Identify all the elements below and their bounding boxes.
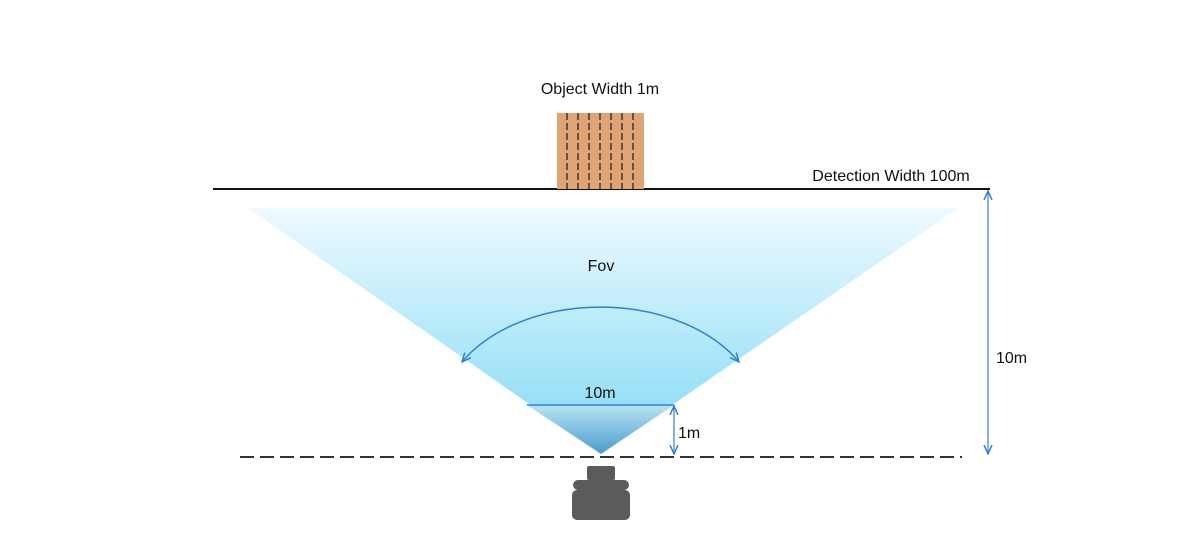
inner-width-label: 10m xyxy=(584,385,615,402)
wooden-crate-icon xyxy=(557,113,644,189)
lidar-sensor-icon xyxy=(572,466,630,520)
detection-width-label: Detection Width 100m xyxy=(812,168,969,185)
total-depth-label: 10m xyxy=(996,350,1027,367)
fov-arc xyxy=(462,306,739,362)
object-width-label: Object Width 1m xyxy=(541,81,659,98)
inner-cone xyxy=(527,405,674,454)
detection-beam xyxy=(248,208,958,454)
inner-depth-label: 1m xyxy=(678,425,700,442)
fov-label: Fov xyxy=(588,258,615,275)
